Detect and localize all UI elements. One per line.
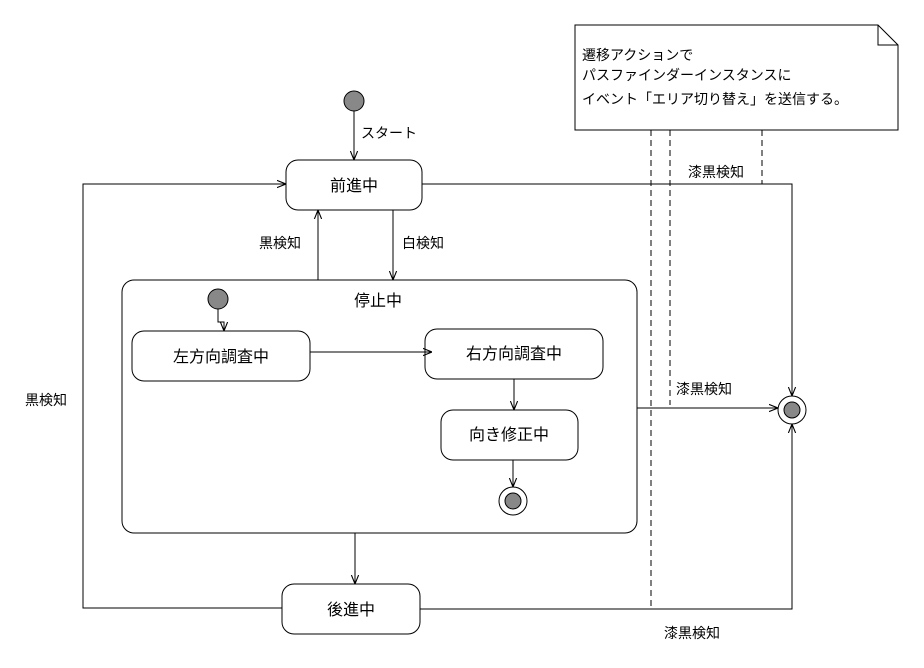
- label-white-detect: 白検知: [402, 235, 444, 252]
- inner-initial-state: [207, 288, 229, 310]
- final-state: [777, 395, 807, 425]
- state-forward-label: 前進中: [330, 176, 378, 195]
- state-backward-label: 後進中: [327, 600, 375, 619]
- transition-backward-to-final: [420, 424, 792, 610]
- state-backward: 後進中: [281, 583, 421, 635]
- state-right-search: 右方向調査中: [424, 328, 604, 380]
- state-left-search: 左方向調査中: [131, 330, 311, 382]
- note-connectors: [650, 130, 763, 610]
- inner-final-state: [498, 486, 528, 516]
- label-black-detect-left: 黒検知: [25, 392, 67, 409]
- label-jet-black-mid: 漆黒検知: [676, 381, 732, 398]
- note-line-1: 遷移アクションで: [582, 48, 693, 64]
- note-line-3: イベント「エリア切り替え」を送信する。: [582, 92, 848, 108]
- state-stopped-label: 停止中: [354, 291, 402, 310]
- label-black-detect-up: 黒検知: [259, 235, 301, 252]
- label-jet-black-bottom: 漆黒検知: [664, 625, 720, 642]
- inner-start-transition: [217, 309, 224, 331]
- initial-state: [343, 90, 365, 112]
- note-line-2: パスファインダーインスタンスに: [582, 68, 791, 84]
- start-label: スタート: [361, 126, 417, 142]
- state-direction-fix: 向き修正中: [440, 409, 579, 461]
- state-right-search-label: 右方向調査中: [466, 344, 562, 363]
- state-stopped: 停止中: [121, 279, 638, 534]
- label-jet-black-top: 漆黒検知: [688, 164, 744, 181]
- state-direction-fix-label: 向き修正中: [469, 425, 549, 444]
- state-left-search-label: 左方向調査中: [173, 347, 269, 366]
- note: 遷移アクションで パスファインダーインスタンスに イベント「エリア切り替え」を送…: [574, 24, 899, 131]
- transition-backward-to-forward: [82, 184, 286, 609]
- transition-forward-to-final: [422, 183, 792, 396]
- state-forward: 前進中: [285, 159, 423, 211]
